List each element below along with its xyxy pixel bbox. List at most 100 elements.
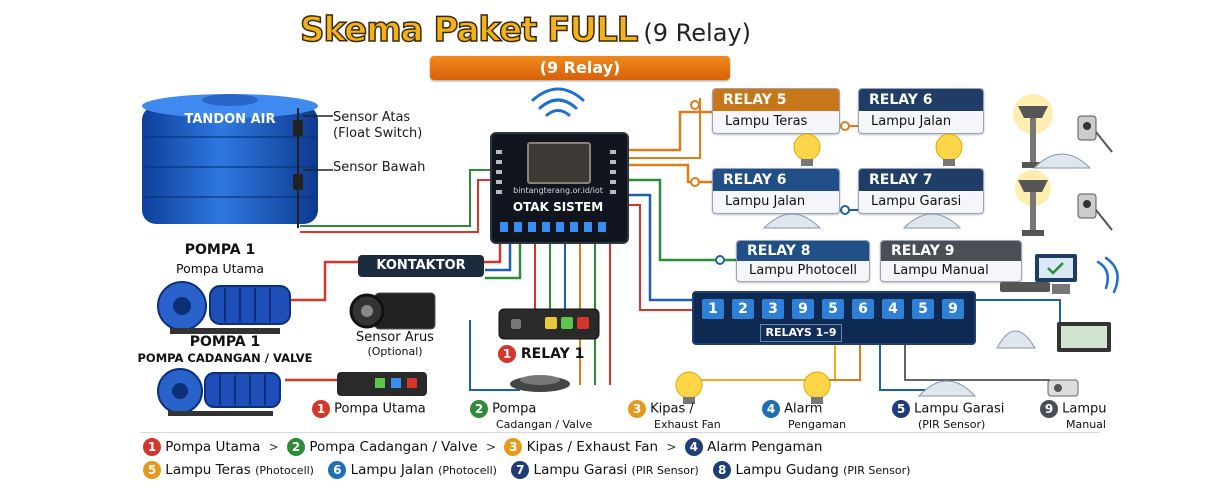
controller-pins	[496, 150, 616, 232]
relay-card-body: Lampu Photocell	[749, 263, 857, 278]
legend-note: (PIR Sensor)	[631, 464, 699, 477]
wire-blue-tank	[485, 240, 512, 272]
bottom-item-5: 5 Lampu Garasi (PIR Sensor)	[892, 400, 1004, 431]
wire-blue-board	[625, 193, 692, 302]
item-sub: Exhaust Fan	[654, 418, 721, 431]
legend-separator: >	[268, 440, 279, 454]
bottom-item-9: 9 Lampu Manual	[1040, 400, 1107, 431]
lightbulb-icon	[793, 133, 821, 166]
pump1-title: POMPA 1	[184, 242, 256, 258]
relay-card-body: Lampu Jalan	[725, 194, 806, 209]
item-label: Pompa	[492, 401, 537, 417]
item-sub: Cadangan / Valve	[496, 418, 593, 431]
legend-note: (Photocell)	[255, 464, 314, 477]
relay-cell: 5	[822, 299, 844, 319]
water-tank-icon	[142, 94, 318, 224]
item-badge: 4	[762, 400, 780, 418]
wire-tank-otak	[300, 169, 492, 227]
item-label: Kipas /	[650, 401, 694, 417]
title-ribbon: (9 Relay)	[430, 56, 730, 80]
pump2-title: POMPA 1	[189, 334, 261, 350]
legend-badge: 6	[328, 461, 347, 479]
relay-cell: 5	[912, 299, 934, 319]
relay-card-5: RELAY 5 Lampu Teras	[712, 88, 840, 134]
relay-card-body: Lampu Jalan	[871, 114, 952, 129]
item-label: Pompa Utama	[334, 401, 426, 417]
bottom-item-4: 4 Alarm Pengaman	[762, 400, 846, 431]
sensor-bottom-label: Sensor Bawah	[333, 160, 426, 175]
dome-light-icon	[917, 380, 977, 397]
relays-board-label: RELAYS 1–9	[760, 324, 842, 342]
relay-cell: 3	[762, 299, 784, 319]
relay-card-8: RELAY 8 Lampu Photocell	[736, 240, 870, 282]
diagram-title: Skema Paket FULL(9 Relay)	[299, 9, 920, 54]
bottom-item-1: 1 Pompa Utama	[312, 400, 426, 418]
dome-light-icon	[902, 213, 962, 229]
wire-board-gray	[904, 335, 1050, 381]
relay-cell: 9	[942, 299, 964, 319]
wire-board-blue	[879, 335, 930, 391]
dome-light-icon	[762, 213, 822, 229]
module-icon	[337, 372, 427, 396]
wire-red-tank	[285, 240, 502, 302]
item-badge: 3	[628, 400, 646, 418]
title-main: Skema Paket FULL	[299, 9, 639, 51]
microcontroller-chip	[527, 142, 591, 184]
lightbulb-icon	[803, 371, 831, 404]
wire-orange-lamps	[625, 98, 701, 159]
otak-name: OTAK SISTEM	[512, 200, 604, 214]
legend-separator: >	[485, 440, 497, 454]
item-label: Lampu Garasi	[914, 401, 1005, 417]
wire-red-board	[625, 204, 692, 311]
item-badge: 9	[1040, 400, 1058, 418]
current-sensor-icon	[349, 292, 436, 330]
relay-card-head: RELAY 6	[859, 89, 983, 111]
relay-card-6a: RELAY 6 Lampu Jalan	[858, 88, 984, 134]
pir-sensor-icon	[1077, 193, 1113, 231]
street-lamp-icon	[1015, 170, 1051, 236]
item-label: Lampu	[1062, 401, 1107, 417]
legend-badge: 4	[684, 438, 703, 456]
legend-label: Kipas / Exhaust Fan	[526, 439, 659, 455]
monitor-icon	[996, 322, 1111, 352]
legend-badge: 7	[511, 461, 530, 479]
legend-label: Alarm Pengaman	[707, 439, 823, 455]
relay-card-7: RELAY 7 Lampu Garasi	[858, 168, 984, 214]
relay-card-head: RELAY 9	[881, 241, 1021, 261]
pir-sensor-icon	[1077, 115, 1113, 153]
item-sub: Pengaman	[788, 418, 847, 431]
legend-label: Lampu Garasi	[533, 462, 628, 478]
sensor-rod-icon	[293, 108, 333, 228]
legend-separator: >	[666, 440, 677, 454]
relay-card-head: RELAY 6	[713, 169, 839, 191]
otak-url: bintangterang.or.id/iot	[513, 186, 603, 195]
relay1-badge: 1	[498, 345, 516, 363]
legend-badge: 3	[504, 438, 523, 456]
legend-label: Pompa Utama	[165, 439, 261, 455]
lightbulb-icon	[935, 133, 963, 166]
wire-blue-bottom	[469, 320, 520, 391]
wire-tank-otak-red	[300, 179, 492, 233]
item-badge: 1	[312, 400, 330, 418]
legend-row-2: 5 Lampu Teras (Photocell) 6 Lampu Jalan …	[143, 461, 910, 479]
item-badge: 2	[470, 400, 488, 418]
relay-cell: 2	[732, 299, 754, 319]
switch-icon	[1047, 379, 1079, 397]
wire-orange-relay5	[625, 110, 712, 152]
legend-label: Pompa Cadangan / Valve	[309, 439, 478, 455]
street-lamp-icon	[1013, 94, 1053, 168]
pump2-subtitle: POMPA CADANGAN / VALVE	[137, 351, 313, 365]
fan-icon	[510, 375, 570, 392]
item-label: Alarm	[784, 401, 823, 417]
legend-note: (PIR Sensor)	[843, 464, 911, 477]
relay1-label: 1 RELAY 1	[498, 345, 584, 363]
relay-card-body: Lampu Teras	[725, 114, 808, 129]
legend-badge: 5	[143, 461, 161, 479]
relay-cell: 6	[852, 299, 874, 319]
sensor-arus-note: (Optional)	[367, 345, 423, 358]
wire-green-relay8	[625, 178, 738, 262]
computer-icon	[1000, 254, 1077, 294]
sensor-arus-title: Sensor Arus	[356, 330, 434, 345]
relay-cell: 1	[702, 299, 724, 319]
